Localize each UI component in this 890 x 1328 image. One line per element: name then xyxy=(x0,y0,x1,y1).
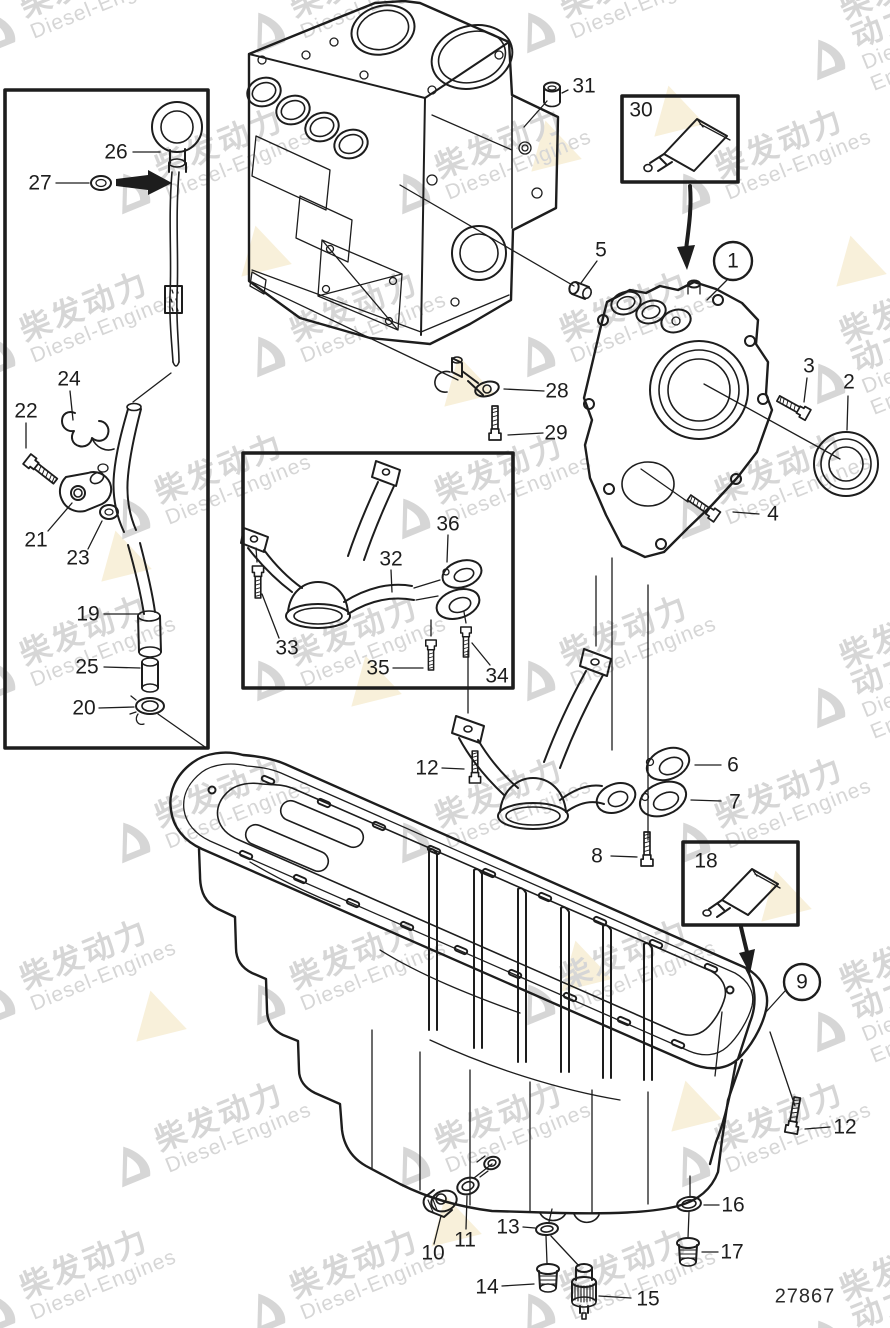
callout-13: 13 xyxy=(496,1215,520,1239)
callout-9: 9 xyxy=(796,970,808,994)
timing-cover-drawing xyxy=(582,279,841,841)
callout-20: 20 xyxy=(72,696,96,720)
guide-line xyxy=(399,184,575,287)
bolt-12-lower-drawing xyxy=(769,1031,831,1135)
dipstick-inset xyxy=(3,88,210,750)
callout-17: 17 xyxy=(720,1240,744,1264)
callout-22: 22 xyxy=(14,399,38,423)
plug-31-drawing xyxy=(523,81,569,128)
callout-3: 3 xyxy=(803,354,815,378)
callout-10: 10 xyxy=(421,1241,445,1265)
callout-15: 15 xyxy=(636,1287,660,1311)
callout-4: 4 xyxy=(767,502,779,526)
washer-16-drawing xyxy=(676,1175,720,1239)
callout-12-lower: 12 xyxy=(833,1115,857,1139)
washer-13-drawing xyxy=(522,1208,580,1267)
callout-34: 34 xyxy=(485,664,509,688)
callout-29: 29 xyxy=(544,421,568,445)
figure-number: 27867 xyxy=(774,1285,836,1308)
callout-5: 5 xyxy=(595,238,607,262)
callout-30: 30 xyxy=(629,98,653,122)
guide-line xyxy=(251,281,459,381)
pickup-inset xyxy=(240,451,515,690)
bolt-3-drawing xyxy=(774,377,812,422)
plug-5-drawing xyxy=(568,260,598,300)
bolt-4-drawing xyxy=(640,468,760,523)
engine-block-drawing xyxy=(246,0,560,346)
callout-circle-1 xyxy=(712,240,754,282)
crankshaft-seal-drawing xyxy=(813,395,879,497)
callout-8: 8 xyxy=(591,844,603,868)
callout-21: 21 xyxy=(24,528,48,552)
callout-6: 6 xyxy=(727,753,739,777)
callout-11: 11 xyxy=(454,1228,476,1252)
oil-pan-drawing xyxy=(169,751,769,1224)
callout-18: 18 xyxy=(694,849,718,873)
callout-19: 19 xyxy=(76,602,100,626)
sealant-box-30 xyxy=(620,94,740,270)
callout-25: 25 xyxy=(75,655,99,679)
callout-27: 27 xyxy=(28,171,52,195)
plug-14-drawing xyxy=(501,1263,560,1293)
bolt-29-drawing xyxy=(488,405,544,441)
callout-36: 36 xyxy=(436,512,460,536)
sealant-box-18 xyxy=(681,840,800,974)
oil-pickup-drawing xyxy=(441,575,722,867)
washer-11-drawing xyxy=(456,1163,493,1230)
callout-23: 23 xyxy=(66,546,90,570)
plug-10-drawing xyxy=(422,1189,458,1245)
leader-9 xyxy=(765,990,786,1013)
plug-17-drawing xyxy=(676,1237,719,1267)
callout-26: 26 xyxy=(104,140,128,164)
callout-31: 31 xyxy=(572,74,596,98)
callout-32: 32 xyxy=(379,547,403,571)
sensor-15-drawing xyxy=(571,1263,632,1320)
callout-24: 24 xyxy=(57,367,81,391)
callout-35: 35 xyxy=(366,656,390,680)
callout-2: 2 xyxy=(843,370,855,394)
callout-7: 7 xyxy=(729,790,741,814)
bracket-28-drawing xyxy=(434,356,545,398)
callout-12-upper: 12 xyxy=(415,756,439,780)
callout-1: 1 xyxy=(727,249,739,273)
callout-16: 16 xyxy=(721,1193,745,1217)
callout-14: 14 xyxy=(475,1275,499,1299)
callout-circle-9 xyxy=(782,962,822,1002)
callout-28: 28 xyxy=(545,379,569,403)
callout-33: 33 xyxy=(275,636,299,660)
